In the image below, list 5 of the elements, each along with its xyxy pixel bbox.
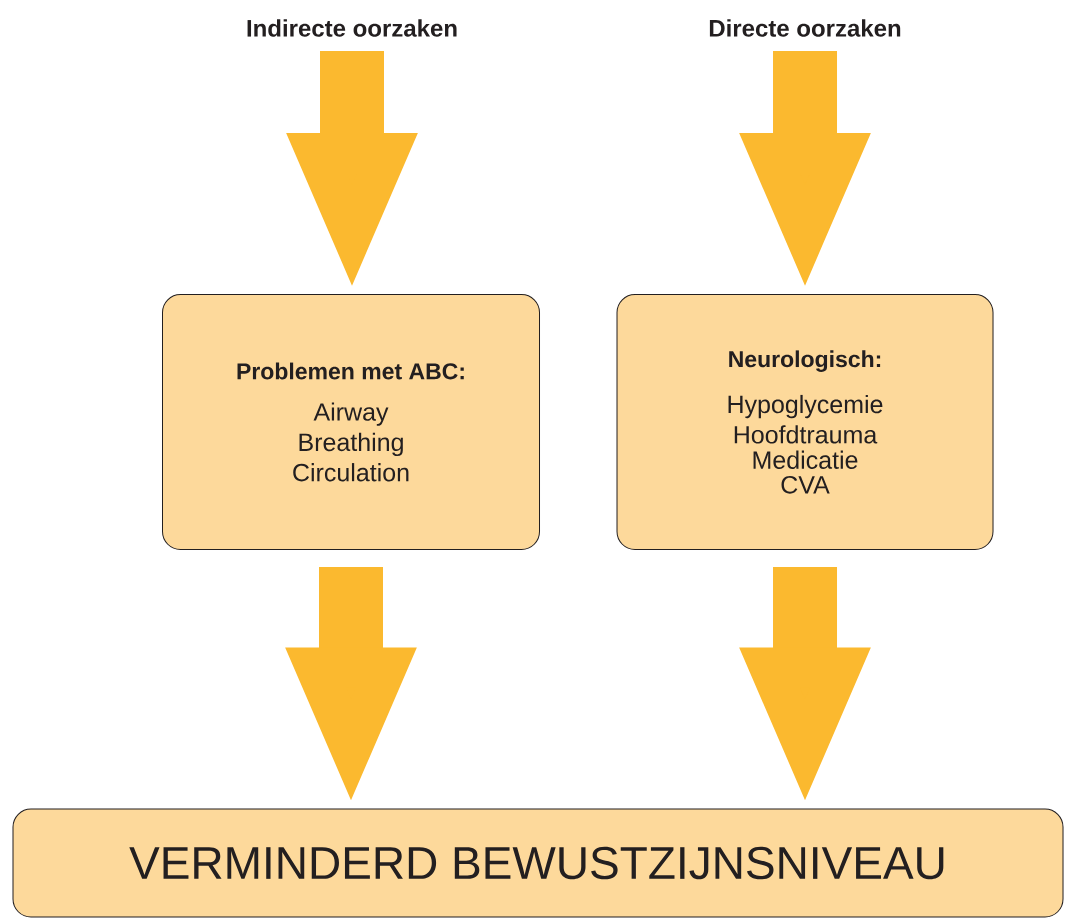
outcome-box: VERMINDERD BEWUSTZIJNSNIVEAU <box>12 808 1064 918</box>
cause-box: Neurologisch: Hypoglycemie Hoofdtrauma Medicatie CVA <box>616 294 994 550</box>
cause-box: Problemen met ABC: Airway Breathing Circulation <box>162 294 540 550</box>
cause-label: Directe oorzaken <box>709 19 901 37</box>
cause-label: Indirecte oorzaken <box>247 19 457 37</box>
